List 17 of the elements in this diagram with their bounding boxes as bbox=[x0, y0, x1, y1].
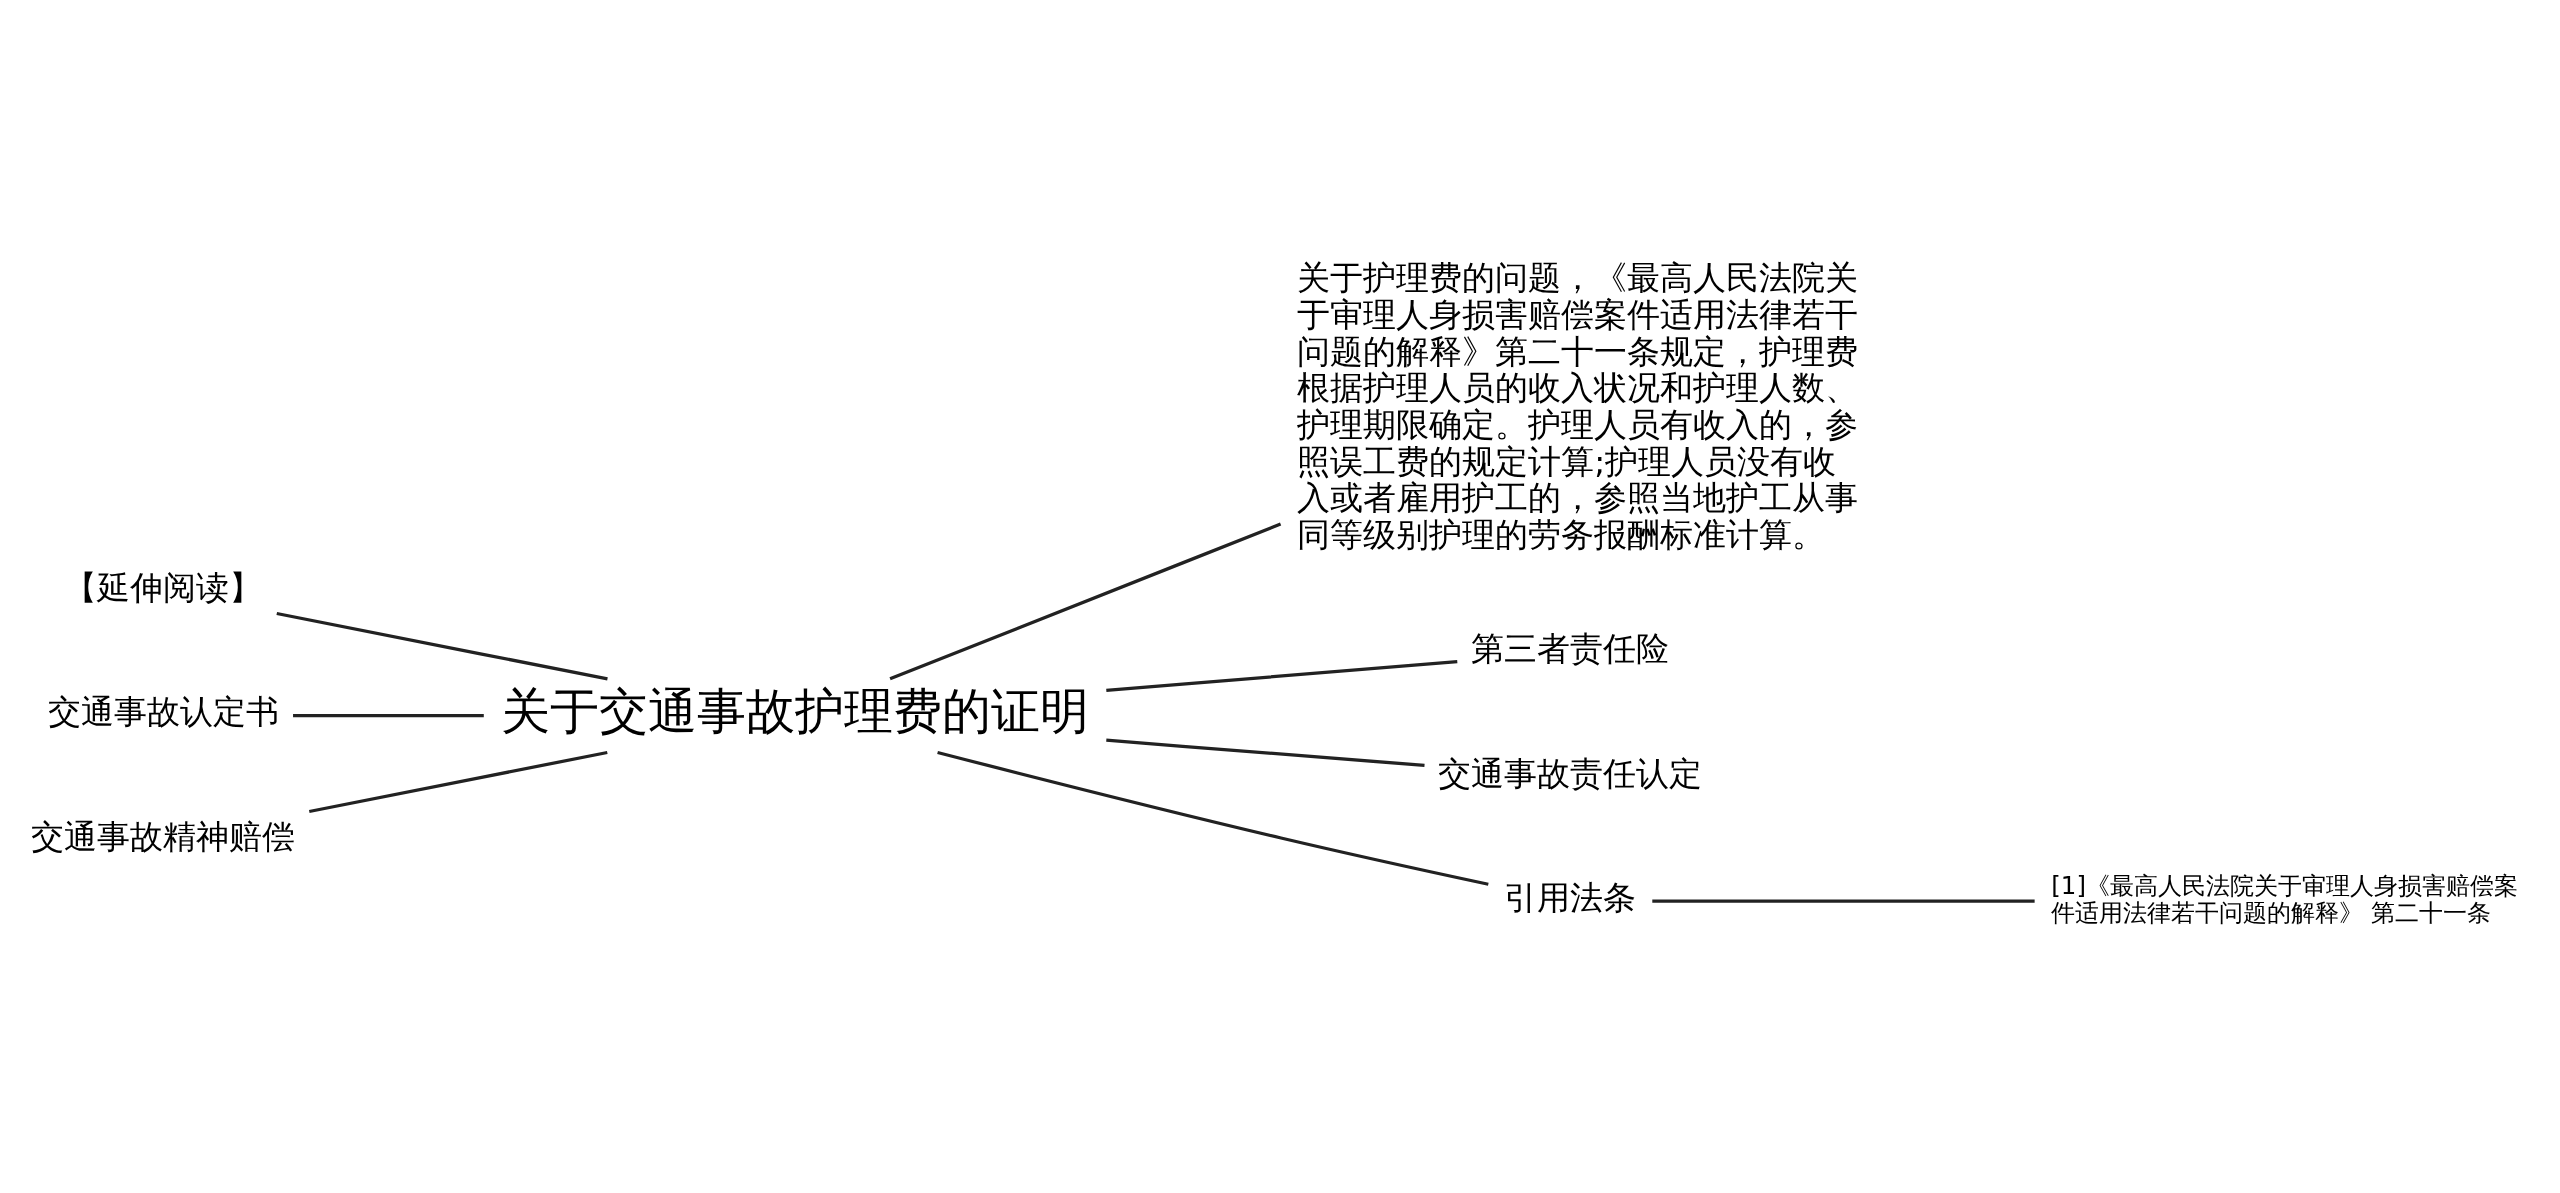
node-text: 关于交通事故护理费的证明 bbox=[500, 683, 1089, 741]
node-text: 交通事故责任认定 bbox=[1438, 754, 1703, 793]
connector bbox=[276, 611, 608, 681]
node-text: [1]《最高人民法院关于审理人身损害赔偿案件适用法律若干问题的解释》 第二十一条 bbox=[2051, 871, 2518, 927]
node-text: 第三者责任险 bbox=[1471, 630, 1670, 669]
node-text: 引用法条 bbox=[1504, 878, 1637, 917]
node-text: 【延伸阅读】 bbox=[64, 569, 263, 608]
node-text: 交通事故认定书 bbox=[47, 693, 279, 732]
connector bbox=[1106, 738, 1425, 768]
connector bbox=[308, 750, 608, 814]
connector bbox=[1106, 660, 1458, 692]
connector bbox=[937, 750, 1489, 886]
node-text: 关于护理费的问题，《最高人民法院关于审理人身损害赔偿案件适用法律若干问题的解释》第二十一条规定，护理费根据护理人员的收入状况和护理人数、护理期限确定。护理人员有收入的，参照误工费的规定计算;护理人员没有收入或者雇用护工的，参照当地护工从事同等级别护理的劳务报酬标准计算。 bbox=[1297, 259, 1859, 555]
connector bbox=[1652, 899, 2035, 903]
node-text: 交通事故精神赔偿 bbox=[31, 817, 296, 856]
connector bbox=[889, 522, 1282, 681]
connector bbox=[293, 714, 484, 718]
